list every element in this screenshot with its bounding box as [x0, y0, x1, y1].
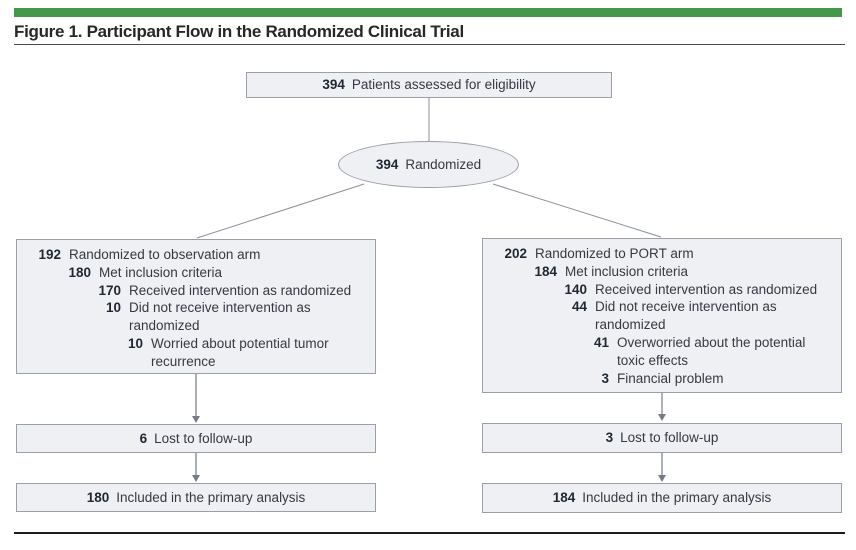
- bottom-divider: [14, 532, 845, 534]
- flow-line-text: Received intervention as randomized: [129, 282, 352, 298]
- flow-line-text: Did not receive intervention as randomiz…: [129, 300, 311, 334]
- lost-label: Lost to follow-up: [154, 430, 253, 446]
- port-lost-box: 3 Lost to follow-up: [482, 423, 842, 453]
- count: 202: [504, 246, 527, 261]
- flow-line: 140 Received intervention as randomized: [491, 281, 831, 299]
- flow-line-text: Randomized to PORT arm: [535, 246, 694, 261]
- flow-line: 170 Received intervention as randomized: [25, 282, 365, 300]
- flow-line-text: Met inclusion criteria: [565, 263, 689, 279]
- eligibility-label: Patients assessed for eligibility: [351, 77, 536, 93]
- count: 140: [564, 281, 587, 297]
- randomized-label: Randomized: [405, 156, 482, 172]
- count: 10: [127, 335, 143, 351]
- flow-line: 192 Randomized to observation arm: [25, 246, 365, 264]
- lost-count: 6: [139, 430, 148, 446]
- included-label: Included in the primary analysis: [582, 490, 772, 506]
- flow-line: 184 Met inclusion criteria: [491, 263, 831, 281]
- figure-title: Figure 1. Participant Flow in the Random…: [14, 22, 464, 41]
- port-arm-box: 202 Randomized to PORT arm 184 Met inclu…: [482, 238, 842, 393]
- eligibility-count: 394: [322, 77, 345, 93]
- flow-line: 3 Financial problem: [491, 370, 831, 388]
- included-count: 184: [552, 490, 576, 506]
- observation-lost-box: 6 Lost to follow-up: [16, 424, 376, 453]
- count: 180: [68, 264, 91, 280]
- flow-line: 180 Met inclusion criteria: [25, 264, 365, 282]
- observation-included-box: 180 Included in the primary analysis: [16, 483, 376, 512]
- flow-line: 41 Overworried about the potential toxic…: [491, 334, 831, 370]
- count: 170: [98, 282, 121, 298]
- count: 41: [593, 334, 609, 350]
- flow-line-text: Received intervention as randomized: [595, 281, 818, 297]
- count: 10: [105, 300, 121, 316]
- observation-arm-box: 192 Randomized to observation arm 180 Me…: [16, 239, 376, 374]
- count: 184: [534, 263, 557, 279]
- randomized-ellipse: 394 Randomized: [338, 141, 519, 188]
- flow-line: 10 Worried about potential tumor recurre…: [25, 335, 365, 371]
- flow-line: 44 Did not receive intervention as rando…: [491, 298, 831, 334]
- flow-line-text: Overworried about the potential toxic ef…: [617, 334, 806, 368]
- flow-line-text: Randomized to observation arm: [69, 247, 261, 262]
- title-divider: [14, 44, 845, 45]
- flow-line-text: Met inclusion criteria: [99, 264, 223, 280]
- lost-count: 3: [605, 430, 614, 446]
- port-included-box: 184 Included in the primary analysis: [482, 483, 842, 513]
- randomized-count: 394: [375, 156, 399, 172]
- included-count: 180: [86, 489, 110, 505]
- eligibility-box: 394 Patients assessed for eligibility: [246, 72, 612, 98]
- flow-line-text: Worried about potential tumor recurrence: [151, 335, 329, 369]
- lost-label: Lost to follow-up: [620, 430, 719, 446]
- count: 44: [571, 299, 587, 315]
- flow-line: 10 Did not receive intervention as rando…: [25, 299, 365, 335]
- included-label: Included in the primary analysis: [116, 489, 306, 505]
- count: 3: [601, 370, 609, 386]
- accent-bar: [14, 8, 842, 17]
- flow-line-text: Did not receive intervention as randomiz…: [595, 299, 777, 333]
- flow-line: 202 Randomized to PORT arm: [491, 245, 831, 263]
- count: 192: [38, 247, 61, 262]
- flow-line-text: Financial problem: [617, 370, 724, 386]
